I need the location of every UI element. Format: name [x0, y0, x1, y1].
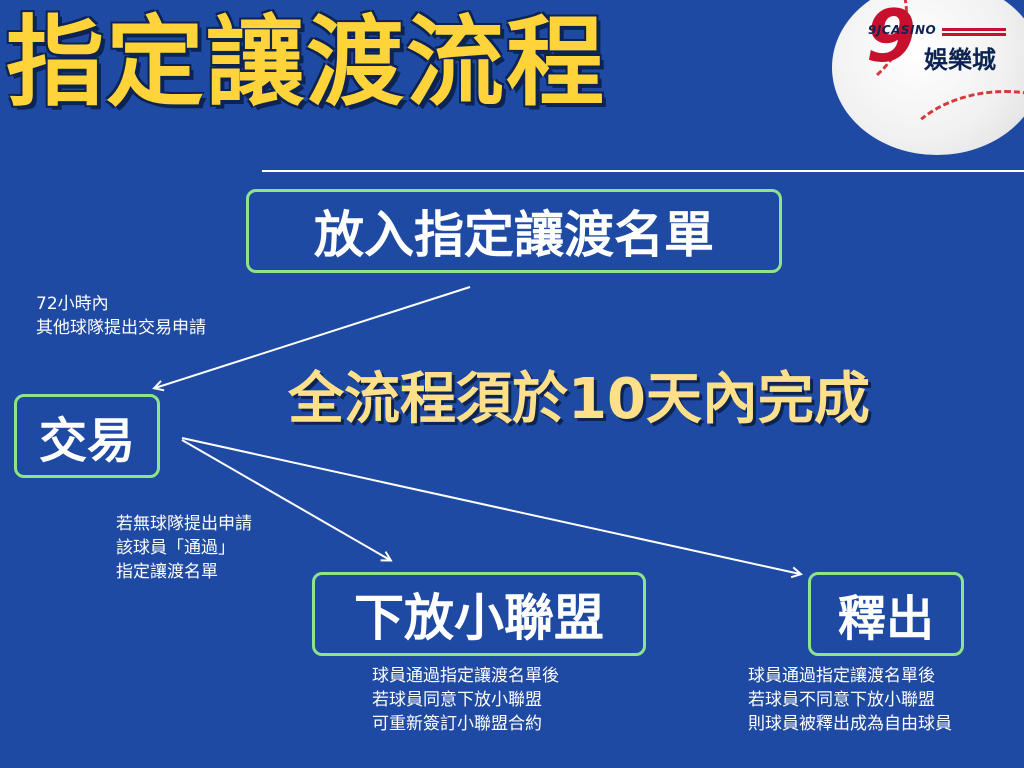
deadline-text: 全流程須於10天內完成	[288, 367, 870, 432]
logo-name: 娛樂城	[924, 46, 996, 74]
logo-number: 9	[866, 0, 917, 78]
arrow-to-minor	[181, 439, 390, 560]
minor-league-note: 球員通過指定讓渡名單後 若球員同意下放小聯盟 可重新簽訂小聯盟合約	[372, 666, 559, 734]
trade-condition-note: 72小時內 其他球隊提出交易申請	[36, 294, 206, 338]
node-designated-for-assignment: 放入指定讓渡名單	[246, 189, 782, 273]
node-trade: 交易	[14, 394, 160, 478]
logo-brand: 9JCASINO	[868, 23, 937, 37]
release-note: 球員通過指定讓渡名單後 若球員不同意下放小聯盟 則球員被釋出成為自由球員	[748, 666, 952, 734]
node-minor-league: 下放小聯盟	[312, 572, 646, 656]
casino-logo: 9 9JCASINO 娛樂城	[832, 0, 1024, 155]
arrow-to-release	[181, 437, 800, 574]
logo-stripes	[942, 28, 1006, 36]
page-title: 指定讓渡流程	[6, 6, 607, 120]
node-release: 釋出	[808, 572, 964, 656]
arrow-to-trade	[155, 286, 471, 388]
title-divider	[262, 170, 1024, 172]
waiver-condition-note: 若無球隊提出申請 該球員「通過」 指定讓渡名單	[116, 514, 252, 582]
